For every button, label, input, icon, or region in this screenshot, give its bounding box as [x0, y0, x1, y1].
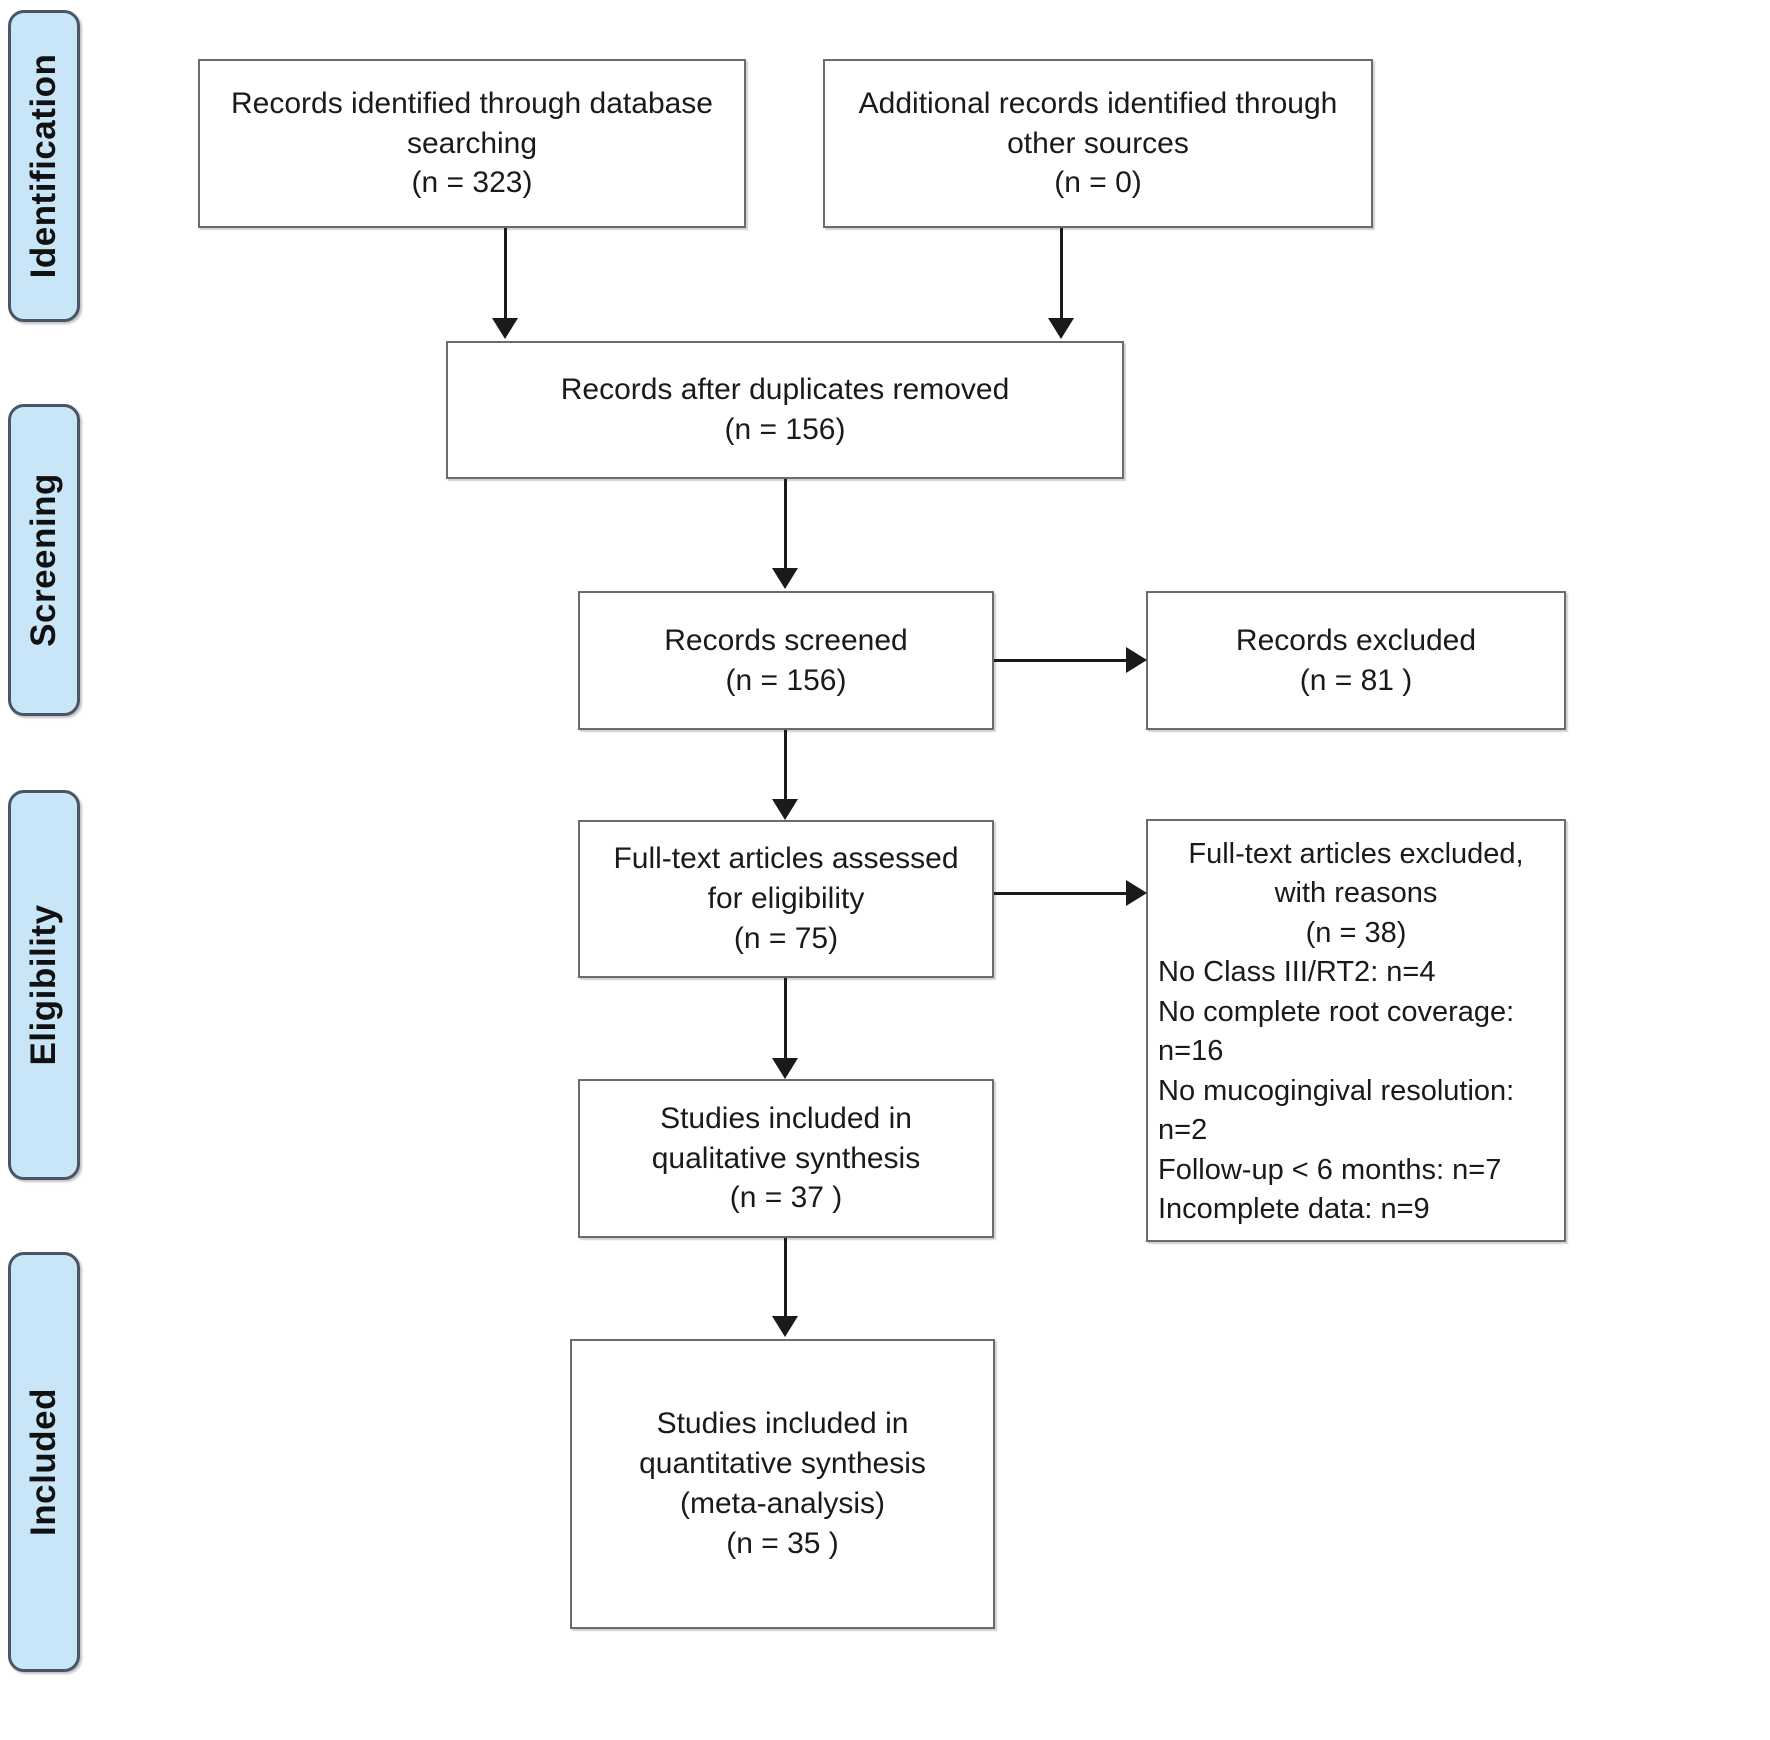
box-records-identified-database: Records identified through database sear… — [198, 59, 746, 228]
connector-screened-to-excluded — [994, 659, 1128, 662]
box-other-count: (n = 0) — [1054, 166, 1142, 200]
box-quant-line2: quantitative synthesis — [639, 1447, 926, 1481]
box-fulltext-excluded-reasons: Full-text articles excluded, with reason… — [1146, 819, 1566, 1242]
arrow-db-to-duplicates — [492, 318, 518, 339]
box-records-after-duplicates: Records after duplicates removed (n = 15… — [446, 341, 1124, 479]
box-quant-line3: (meta-analysis) — [679, 1487, 886, 1520]
box-reasons-count: (n = 38) — [1305, 916, 1407, 949]
connector-db-to-duplicates — [504, 228, 507, 322]
stage-included-label: Included — [24, 1388, 63, 1536]
box-fulltext-line2: for eligibility — [707, 882, 865, 916]
box-screened-line1: Records screened — [664, 623, 908, 657]
box-excluded-count: (n = 81 ) — [1299, 663, 1413, 697]
arrow-screened-to-fulltext — [772, 799, 798, 820]
connector-fulltext-to-qualitative — [784, 978, 787, 1062]
stage-screening-label: Screening — [24, 473, 63, 647]
reason-item-4: n=2 — [1158, 1114, 1208, 1147]
box-fulltext-assessed: Full-text articles assessed for eligibil… — [578, 820, 994, 978]
box-reasons-line2: with reasons — [1274, 877, 1438, 910]
stage-included: Included — [8, 1252, 80, 1672]
box-db-line1: Records identified through database — [231, 86, 713, 120]
box-dup-line1: Records after duplicates removed — [560, 373, 1010, 407]
reason-item-5: Follow-up < 6 months: n=7 — [1158, 1153, 1502, 1186]
reason-item-1: No complete root coverage: — [1158, 995, 1515, 1028]
connector-other-to-duplicates — [1060, 228, 1063, 322]
box-records-screened: Records screened (n = 156) — [578, 591, 994, 730]
connector-qualitative-to-quantitative — [784, 1238, 787, 1320]
stage-identification: Identification — [8, 10, 80, 322]
box-records-excluded: Records excluded (n = 81 ) — [1146, 591, 1566, 730]
box-qual-line1: Studies included in — [660, 1101, 912, 1135]
box-qualitative-synthesis: Studies included in qualitative synthesi… — [578, 1079, 994, 1238]
connector-screened-to-fulltext — [784, 730, 787, 803]
box-db-count: (n = 323) — [411, 166, 533, 200]
arrow-screened-to-excluded — [1126, 647, 1147, 673]
box-excluded-line1: Records excluded — [1235, 623, 1477, 657]
stage-eligibility: Eligibility — [8, 790, 80, 1180]
box-db-line2: searching — [406, 126, 538, 160]
box-other-line2: other sources — [1007, 126, 1189, 160]
arrow-qualitative-to-quantitative — [772, 1316, 798, 1337]
box-screened-count: (n = 156) — [725, 663, 847, 697]
box-reasons-line1: Full-text articles excluded, — [1188, 838, 1524, 870]
box-dup-count: (n = 156) — [724, 413, 846, 446]
reason-item-0: No Class III/RT2: n=4 — [1158, 956, 1436, 989]
connector-duplicates-to-screened — [784, 479, 787, 572]
arrow-fulltext-to-reasons — [1126, 880, 1147, 906]
box-qual-count: (n = 37 ) — [729, 1181, 843, 1215]
stage-screening: Screening — [8, 404, 80, 716]
box-quantitative-synthesis: Studies included in quantitative synthes… — [570, 1339, 995, 1629]
box-fulltext-count: (n = 75) — [733, 921, 839, 955]
box-quant-count: (n = 35 ) — [726, 1526, 839, 1560]
stage-identification-label: Identification — [24, 53, 63, 279]
arrow-duplicates-to-screened — [772, 568, 798, 589]
arrow-fulltext-to-qualitative — [772, 1058, 798, 1079]
reason-item-6: Incomplete data: n=9 — [1158, 1192, 1430, 1225]
box-quant-line1: Studies included in — [656, 1407, 909, 1441]
connector-fulltext-to-reasons — [994, 892, 1128, 895]
box-other-line1: Additional records identified through — [858, 86, 1338, 120]
reason-item-2: n=16 — [1158, 1035, 1224, 1068]
arrow-other-to-duplicates — [1048, 318, 1074, 339]
box-qual-line2: qualitative synthesis — [651, 1141, 921, 1175]
stage-eligibility-label: Eligibility — [24, 904, 63, 1066]
box-additional-records-other-sources: Additional records identified through ot… — [823, 59, 1373, 228]
box-fulltext-line1: Full-text articles assessed — [613, 842, 959, 876]
reason-item-3: No mucogingival resolution: — [1158, 1074, 1515, 1107]
